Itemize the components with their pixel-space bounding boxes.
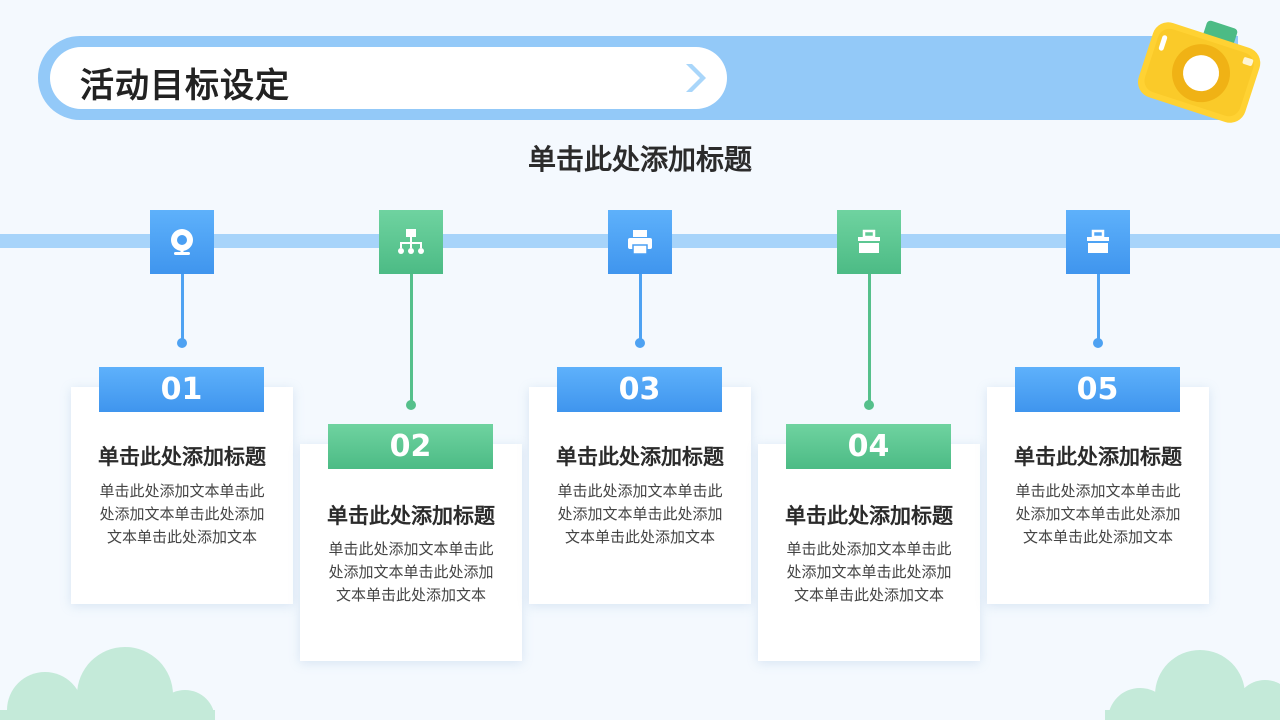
step-5-icon-box — [1066, 210, 1130, 274]
step-4-dot — [864, 400, 874, 410]
step-5-body: 单击此处添加文本单击此处添加文本单击此处添加文本单击此处添加文本 — [1015, 482, 1181, 546]
step-1-connector — [180, 274, 184, 340]
chevron-right-icon — [686, 64, 706, 92]
step-1-icon-box — [150, 210, 214, 274]
step-1-card[interactable]: 单击此处添加标题 单击此处添加文本单击此处添加文本单击此处添加文本单击此处添加文… — [71, 387, 293, 604]
step-2-body: 单击此处添加文本单击此处添加文本单击此处添加文本单击此处添加文本 — [328, 540, 494, 604]
step-2-number: 02 — [328, 424, 493, 469]
step-4-title: 单击此处添加标题 — [785, 504, 953, 528]
header-pill — [50, 47, 727, 109]
step-1-title: 单击此处添加标题 — [98, 445, 266, 469]
step-5-number: 05 — [1015, 367, 1180, 412]
step-3-title: 单击此处添加标题 — [556, 445, 724, 469]
step-3-number: 03 — [557, 367, 722, 412]
cloud-right-decoration — [1105, 650, 1280, 720]
page-title[interactable]: 活动目标设定 — [80, 66, 290, 106]
cloud-left-decoration — [0, 647, 215, 720]
step-1-dot — [177, 338, 187, 348]
step-5-card[interactable]: 单击此处添加标题 单击此处添加文本单击此处添加文本单击此处添加文本单击此处添加文… — [987, 387, 1209, 604]
step-1-body: 单击此处添加文本单击此处添加文本单击此处添加文本单击此处添加文本 — [99, 482, 265, 546]
step-5-title: 单击此处添加标题 — [1014, 445, 1182, 469]
step-5-dot — [1093, 338, 1103, 348]
step-4-number: 04 — [786, 424, 951, 469]
step-3-body: 单击此处添加文本单击此处添加文本单击此处添加文本单击此处添加文本 — [557, 482, 723, 546]
step-3-card[interactable]: 单击此处添加标题 单击此处添加文本单击此处添加文本单击此处添加文本单击此处添加文… — [529, 387, 751, 604]
step-3-icon-box — [608, 210, 672, 274]
step-4-icon-box — [837, 210, 901, 274]
step-3-connector — [638, 274, 642, 340]
step-4-body: 单击此处添加文本单击此处添加文本单击此处添加文本单击此处添加文本 — [786, 540, 952, 604]
step-5-connector — [1096, 274, 1100, 340]
step-4-card[interactable]: 单击此处添加标题 单击此处添加文本单击此处添加文本单击此处添加文本单击此处添加文… — [758, 444, 980, 661]
step-2-title: 单击此处添加标题 — [327, 504, 495, 528]
section-subtitle[interactable]: 单击此处添加标题 — [527, 143, 752, 176]
step-4-connector — [867, 274, 871, 402]
toolbox-icon — [858, 229, 880, 253]
toolbox-icon — [1087, 229, 1109, 253]
camera-icon — [1137, 20, 1261, 123]
step-3-dot — [635, 338, 645, 348]
printer-icon — [628, 230, 652, 255]
step-2-icon-box — [379, 210, 443, 274]
step-2-dot — [406, 400, 416, 410]
step-1-number: 01 — [99, 367, 264, 412]
step-2-card[interactable]: 单击此处添加标题 单击此处添加文本单击此处添加文本单击此处添加文本单击此处添加文… — [300, 444, 522, 661]
webcam-icon — [171, 229, 193, 255]
step-2-connector — [409, 274, 413, 402]
org-chart-icon — [398, 229, 424, 254]
